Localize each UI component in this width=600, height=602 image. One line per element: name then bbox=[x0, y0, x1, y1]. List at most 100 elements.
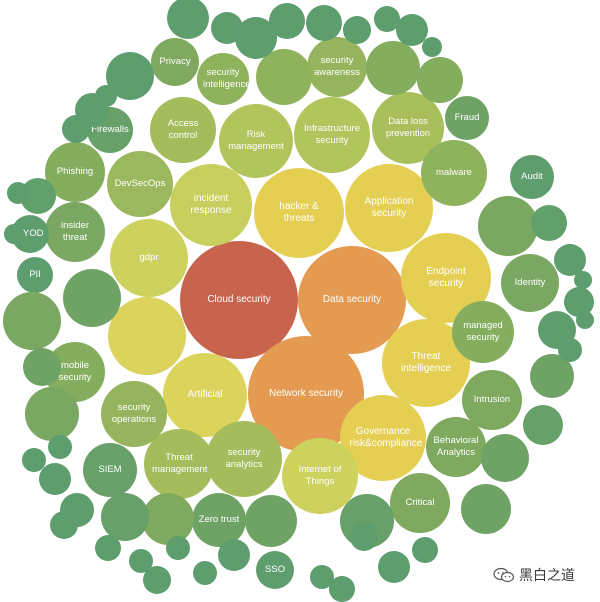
bubble-label: Application security bbox=[364, 195, 414, 220]
bubble-label: Data loss prevention bbox=[385, 116, 431, 139]
bubble-unlabeled bbox=[422, 37, 442, 57]
bubble-label: security analytics bbox=[225, 447, 263, 470]
bubble-managed-security: managed security bbox=[452, 301, 514, 363]
bubble-threat-management: Threat management bbox=[144, 429, 214, 499]
bubble-unlabeled bbox=[461, 484, 511, 534]
bubble-unlabeled bbox=[129, 549, 153, 573]
watermark: 黑白之道 bbox=[493, 565, 575, 585]
bubble-unlabeled bbox=[25, 387, 79, 441]
bubble-label: mobile security bbox=[58, 360, 92, 383]
bubble-unlabeled bbox=[269, 3, 305, 39]
bubble-label: security intelligence bbox=[203, 67, 251, 90]
bubble-security-analytics: security analytics bbox=[206, 421, 282, 497]
bubble-label: Audit bbox=[521, 171, 543, 183]
bubble-unlabeled bbox=[343, 16, 371, 44]
bubble-risk-management: Risk management bbox=[219, 104, 293, 178]
bubble-unlabeled bbox=[478, 196, 538, 256]
bubble-unlabeled bbox=[4, 224, 24, 244]
bubble-unlabeled bbox=[523, 405, 563, 445]
bubble-access-control: Access control bbox=[150, 97, 216, 163]
bubble-unlabeled bbox=[218, 539, 250, 571]
bubble-security-awareness: security awareness bbox=[307, 37, 367, 97]
bubble-audit: Audit bbox=[510, 155, 554, 199]
bubble-label: Governance risk&compliance bbox=[349, 425, 423, 450]
bubble-label: Data security bbox=[322, 293, 382, 305]
bubble-label: DevSecOps bbox=[114, 178, 166, 190]
bubble-zero-trust: Zero trust bbox=[192, 493, 246, 547]
bubble-label: Network security bbox=[269, 387, 343, 399]
bubble-label: Critical bbox=[405, 497, 435, 509]
bubble-fraud: Fraud bbox=[445, 96, 489, 140]
bubble-label: Internet of Things bbox=[298, 464, 342, 487]
watermark-text: 黑白之道 bbox=[519, 568, 575, 584]
bubble-behavioral-analytics: Behavioral Analytics bbox=[426, 417, 486, 477]
wechat-icon bbox=[493, 567, 515, 583]
bubble-unlabeled bbox=[481, 434, 529, 482]
bubble-intrusion: Intrusion bbox=[462, 370, 522, 430]
bubble-hacker-threats: hacker & threats bbox=[254, 168, 344, 258]
bubble-unlabeled bbox=[101, 493, 149, 541]
bubble-insider-threat: insider threat bbox=[45, 202, 105, 262]
bubble-unlabeled bbox=[350, 523, 378, 551]
bubble-label: Zero trust bbox=[198, 514, 240, 526]
bubble-unlabeled bbox=[576, 311, 594, 329]
bubble-label: Threat intelligence bbox=[400, 350, 452, 375]
bubble-unlabeled bbox=[245, 495, 297, 547]
bubble-label: BYOD bbox=[16, 228, 44, 240]
bubble-unlabeled bbox=[62, 115, 90, 143]
bubble-unlabeled bbox=[412, 537, 438, 563]
bubble-unlabeled bbox=[310, 565, 334, 589]
bubble-label: Cloud security bbox=[207, 293, 271, 305]
bubble-label: Intrusion bbox=[473, 394, 511, 406]
bubble-label: security operations bbox=[111, 402, 157, 425]
bubble-siem: SIEM bbox=[83, 443, 137, 497]
bubble-unlabeled bbox=[63, 269, 121, 327]
bubble-label: Threat management bbox=[152, 452, 208, 475]
bubble-unlabeled bbox=[417, 57, 463, 103]
bubble-label: PII bbox=[29, 269, 41, 281]
bubble-label: SIEM bbox=[98, 464, 122, 476]
bubble-label: gdpr bbox=[139, 252, 159, 264]
bubble-label: Endpoint security bbox=[426, 265, 466, 290]
bubble-label: SSO bbox=[264, 564, 286, 576]
bubble-security-operations: security operations bbox=[101, 381, 167, 447]
bubble-unlabeled bbox=[378, 551, 410, 583]
bubble-label: Fraud bbox=[454, 112, 480, 124]
bubble-label: incident response bbox=[190, 192, 232, 217]
bubble-unlabeled bbox=[108, 297, 186, 375]
bubble-unlabeled bbox=[193, 561, 217, 585]
bubble-identity: Identity bbox=[501, 254, 559, 312]
bubble-unlabeled bbox=[22, 448, 46, 472]
bubble-unlabeled bbox=[574, 271, 592, 289]
bubble-devsecops: DevSecOps bbox=[107, 151, 173, 217]
bubble-unlabeled bbox=[306, 5, 342, 41]
bubble-unlabeled bbox=[7, 182, 29, 204]
bubble-unlabeled bbox=[531, 205, 567, 241]
bubble-sso: SSO bbox=[256, 551, 294, 589]
bubble-unlabeled bbox=[3, 292, 61, 350]
bubble-unlabeled bbox=[95, 535, 121, 561]
bubble-critical: Critical bbox=[390, 473, 450, 533]
bubble-label: Firewalls bbox=[91, 124, 129, 136]
bubble-unlabeled bbox=[39, 463, 71, 495]
bubble-unlabeled bbox=[374, 6, 400, 32]
bubble-unlabeled bbox=[23, 348, 61, 386]
bubble-label: Behavioral Analytics bbox=[433, 435, 479, 458]
bubble-security-intelligence: security intelligence bbox=[197, 53, 251, 105]
bubble-unlabeled bbox=[166, 536, 190, 560]
bubble-label: hacker & threats bbox=[279, 200, 319, 225]
bubble-pii: PII bbox=[17, 257, 53, 293]
bubble-label: Phishing bbox=[56, 166, 94, 178]
bubble-label: malware bbox=[436, 167, 472, 179]
bubble-unlabeled bbox=[167, 0, 209, 39]
bubble-label: Risk management bbox=[228, 129, 284, 152]
bubble-unlabeled bbox=[50, 511, 78, 539]
bubble-cloud-security: Cloud security bbox=[180, 241, 298, 359]
bubble-label: security awareness bbox=[314, 55, 360, 78]
bubble-label: Infrastructure security bbox=[304, 123, 360, 146]
bubble-malware: malware bbox=[421, 140, 487, 206]
bubble-application-security: Application security bbox=[345, 164, 433, 252]
bubble-internet-of-things: Internet of Things bbox=[282, 438, 358, 514]
bubble-unlabeled bbox=[95, 85, 117, 107]
